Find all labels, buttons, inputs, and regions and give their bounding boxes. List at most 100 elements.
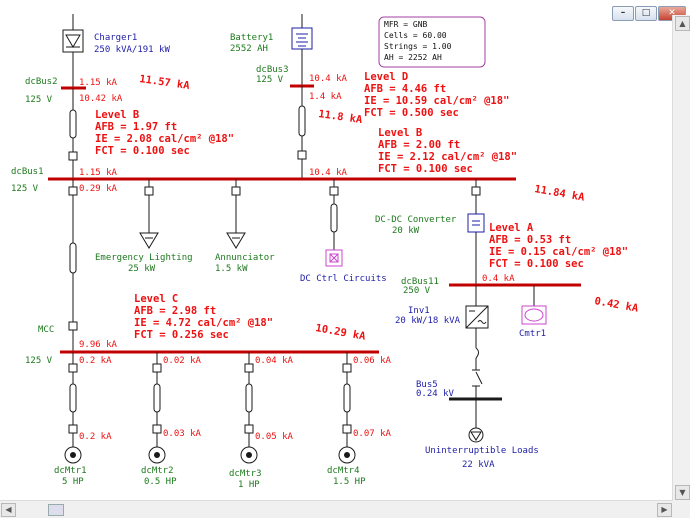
mcc-arc-level: Level C: [134, 293, 178, 305]
motor-3-current: 0.05 kA: [255, 432, 294, 442]
charger-rating: 250 kVA/191 kW: [94, 45, 170, 55]
battery-current: 10.4 kA: [309, 74, 348, 84]
dcbus1-arc-fct: FCT = 0.100 sec: [378, 163, 473, 175]
inverter-rating: 20 kW/18 kVA: [395, 316, 461, 326]
dcbus11-name: dcBus11: [401, 277, 439, 287]
cable-dcbus3-dcbus1[interactable]: [297, 86, 307, 179]
battery-info-box[interactable]: [378, 16, 486, 68]
mcc-fault-total: 10.29 kA: [314, 322, 367, 343]
dc-dc-converter-rating: 20 kW: [392, 226, 420, 236]
annunciator-load[interactable]: [226, 179, 246, 249]
dcbus2-arc-ie: IE = 2.08 cal/cm² @18": [95, 133, 234, 145]
scroll-left-icon[interactable]: ◀: [1, 503, 16, 517]
mcc-feeder-2-current: 0.02 kA: [163, 356, 202, 366]
emergency-lighting-name: Emergency Lighting: [95, 253, 193, 263]
dcbus11-arc-afb: AFB = 0.53 ft: [489, 234, 571, 246]
mcc-voltage: 125 V: [25, 356, 53, 366]
info-line-2: Cells = 60.00: [384, 31, 447, 40]
dcbus3-down-current: 1.4 kA: [309, 92, 342, 102]
battery-name: Battery1: [230, 33, 273, 43]
dcbus2-arc-level: Level B: [95, 109, 139, 121]
dcbus1-arc-afb: AFB = 2.00 ft: [378, 139, 460, 151]
dcbus11-arc-fct: FCT = 0.100 sec: [489, 258, 584, 270]
scroll-right-icon[interactable]: ▶: [657, 503, 672, 517]
inverter[interactable]: [465, 285, 489, 399]
dcbus1-left-out-current: 0.29 kA: [79, 184, 118, 194]
dcbus2-fault-total: 11.57 kA: [139, 73, 191, 92]
dcbus2-arc-afb: AFB = 1.97 ft: [95, 121, 177, 133]
dcbus1-arc-level: Level B: [378, 127, 422, 139]
dc-dc-converter-name: DC-DC Converter: [375, 215, 457, 225]
motor-2-name: dcMtr2: [141, 466, 174, 476]
annunciator-rating: 1.5 kW: [215, 264, 248, 274]
motor-feeder-2[interactable]: [148, 352, 166, 464]
horizontal-scroll-thumb[interactable]: [48, 504, 64, 516]
motor-4-current: 0.07 kA: [353, 429, 392, 439]
motor-4-name: dcMtr4: [327, 466, 360, 476]
motor-3-name: dcMtr3: [229, 469, 262, 479]
dcbus1-name: dcBus1: [11, 167, 44, 177]
dcbus3-voltage: 125 V: [256, 75, 284, 85]
dcbus1-arc-ie: IE = 2.12 cal/cm² @18": [378, 151, 517, 163]
minimize-icon[interactable]: –: [612, 6, 634, 21]
battery-rating: 2552 AH: [230, 44, 268, 54]
info-line-1: MFR = GNB: [384, 20, 428, 29]
cable-dcbus2-dcbus1[interactable]: [68, 88, 78, 179]
inverter-name: Inv1: [408, 306, 430, 316]
info-line-3: Strings = 1.00: [384, 42, 452, 51]
cable-dcbus1-mcc[interactable]: [68, 179, 78, 352]
motor-2-current: 0.03 kA: [163, 429, 202, 439]
charger-current: 1.15 kA: [79, 78, 118, 88]
motor-feeder-1[interactable]: [64, 352, 82, 464]
dcbus3-arc-ie: IE = 10.59 cal/cm² @18": [364, 95, 509, 107]
motor-feeder-4[interactable]: [338, 352, 356, 464]
dcbus1-fault-total: 11.84 kA: [533, 183, 586, 204]
dcbus11-fault-total: 0.42 kA: [593, 295, 639, 315]
dcbus3-arc-fct: FCT = 0.500 sec: [364, 107, 459, 119]
one-line-diagram: MFR = GNB Cells = 60.00 Strings = 1.00 A…: [11, 14, 640, 490]
maximize-icon[interactable]: □: [635, 6, 657, 21]
uninterruptible-loads[interactable]: [468, 399, 484, 443]
annunciator-name: Annunciator: [215, 253, 275, 263]
motor-1-name: dcMtr1: [54, 466, 87, 476]
motor-1-rating: 5 HP: [62, 477, 84, 487]
motor-1-current: 0.2 kA: [79, 432, 112, 442]
dc-dc-converter[interactable]: [467, 179, 485, 285]
dcbus2-name: dcBus2: [25, 77, 58, 87]
charger-name: Charger1: [94, 33, 137, 43]
mcc-arc-afb: AFB = 2.98 ft: [134, 305, 216, 317]
scroll-down-icon[interactable]: ▼: [675, 485, 690, 500]
dcbus1-right-in-current: 10.4 kA: [309, 168, 348, 178]
cmtr1-name: Cmtr1: [519, 329, 546, 339]
cmtr1-load[interactable]: [521, 285, 547, 325]
emergency-lighting-load[interactable]: [139, 179, 159, 249]
uninterruptible-loads-name: Uninterruptible Loads: [425, 446, 539, 456]
scrollbar-corner: [673, 501, 690, 518]
dcbus3-fault-total: 11.8 kA: [318, 108, 364, 126]
mcc-in-current: 9.96 kA: [79, 340, 118, 350]
mcc-feeder-4-current: 0.06 kA: [353, 356, 392, 366]
dcbus3-arc-level: Level D: [364, 71, 408, 83]
dcbus11-voltage: 250 V: [403, 286, 431, 296]
vertical-scrollbar[interactable]: ▲ ▼: [672, 15, 690, 501]
dcbus11-arc-level: Level A: [489, 222, 534, 234]
bus5-name: Bus5: [416, 380, 438, 390]
dcbus11-arc-ie: IE = 0.15 cal/cm² @18": [489, 246, 628, 258]
dcbus3-arc-afb: AFB = 4.46 ft: [364, 83, 446, 95]
info-line-4: AH = 2252 AH: [384, 53, 442, 62]
horizontal-scrollbar[interactable]: ◀ ▶: [0, 500, 673, 518]
dcbus1-left-in-current: 1.15 kA: [79, 168, 118, 178]
mcc-feeder-3-current: 0.04 kA: [255, 356, 294, 366]
dc-ctrl-circuits-load[interactable]: [325, 179, 343, 267]
bus5-voltage: 0.24 kV: [416, 389, 455, 399]
motor-feeder-3[interactable]: [240, 352, 258, 464]
dcbus11-in-current: 0.4 kA: [482, 274, 515, 284]
dcbus1-voltage: 125 V: [11, 184, 39, 194]
dcbus2-arc-fct: FCT = 0.100 sec: [95, 145, 190, 157]
battery-symbol[interactable]: [291, 14, 313, 86]
dc-ctrl-circuits-name: DC Ctrl Circuits: [300, 274, 387, 284]
scroll-up-icon[interactable]: ▲: [675, 16, 690, 31]
charger-symbol[interactable]: [62, 14, 84, 88]
mcc-arc-fct: FCT = 0.256 sec: [134, 329, 229, 341]
